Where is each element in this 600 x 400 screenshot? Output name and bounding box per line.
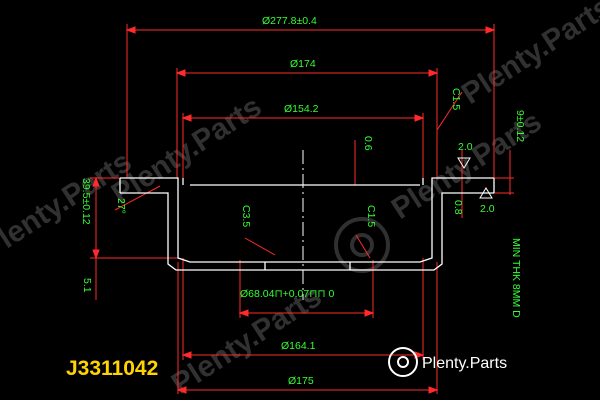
dim-gap-0-6: 0.6 xyxy=(362,136,374,151)
dim-thickness-9: 9±0.12 xyxy=(514,110,526,142)
brand-logo: Plenty.Parts xyxy=(388,347,507,377)
dim-diameter-174: Ø174 xyxy=(290,58,316,70)
part-number: J3311042 xyxy=(66,357,158,380)
dim-diameter-164: Ø164.1 xyxy=(281,340,316,352)
dim-bore-diameter: Ø68.04⊓+0.07⊓⊓ 0 xyxy=(240,288,335,300)
watermark-text: Plenty.Parts xyxy=(456,0,600,111)
dim-flatness-bottom: 2.0 xyxy=(480,203,495,215)
dim-angle-27: 27° xyxy=(115,198,127,214)
watermark-gear-icon xyxy=(334,217,390,273)
dim-min-thickness: MIN THK 8MM D xyxy=(510,238,522,318)
dimension-lines xyxy=(90,24,514,394)
flatness-triangle-icon xyxy=(479,187,493,199)
dim-outer-diameter: Ø277.8±0.4 xyxy=(262,15,317,27)
gear-icon xyxy=(388,347,418,377)
dim-chamfer-c3-5: C3.5 xyxy=(240,205,252,227)
dim-diameter-154: Ø154.2 xyxy=(284,103,319,115)
dim-chamfer-c1-5-top: C1.5 xyxy=(450,88,462,110)
dimension-labels: Ø277.8±0.4 Ø174 Ø154.2 C1.5 0.6 9±0.12 0… xyxy=(80,15,526,387)
dim-height-39: 39.5±0.12 xyxy=(80,178,92,225)
disc-profile xyxy=(119,177,495,271)
dim-offset-5-1: 5.1 xyxy=(81,278,93,293)
brand-logo-text: Plenty.Parts xyxy=(422,355,507,372)
dim-chamfer-c1-5-mid: C1.5 xyxy=(365,205,377,227)
dim-flatness-top: 2.0 xyxy=(458,141,473,153)
flatness-symbols xyxy=(457,157,493,199)
dim-diameter-175: Ø175 xyxy=(288,375,314,387)
dim-gap-0-8: 0.8 xyxy=(452,200,464,215)
flatness-triangle-icon xyxy=(457,157,471,169)
